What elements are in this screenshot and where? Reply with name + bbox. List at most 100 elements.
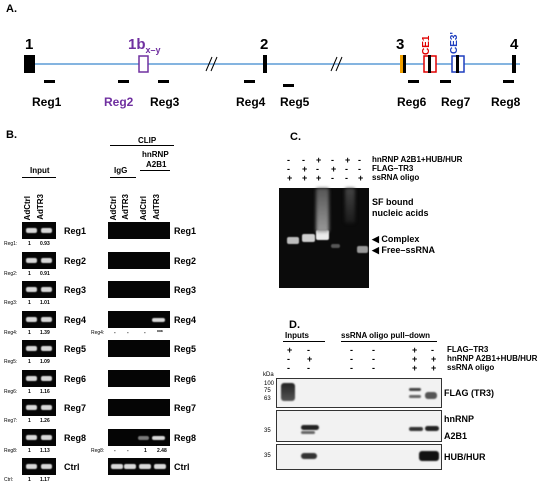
marker-1a: 100 bbox=[264, 381, 275, 387]
quant-value-tr3: 1.17 bbox=[40, 477, 50, 483]
quant-label: Reg8: bbox=[4, 447, 18, 454]
region-label-3: Reg3 bbox=[150, 95, 180, 109]
sign-cell: - bbox=[372, 354, 375, 364]
clip-row-label: Reg2 bbox=[174, 255, 197, 266]
kda-label: kDa bbox=[263, 372, 274, 378]
input-lane-1: AdCtrl bbox=[23, 195, 32, 220]
input-gel-band bbox=[22, 251, 56, 269]
axis-break-2 bbox=[330, 56, 343, 72]
a2b1-label: A2B1 bbox=[444, 431, 468, 441]
sign-cell: + bbox=[412, 363, 418, 373]
sign-cell: - bbox=[372, 363, 375, 373]
region-label-1: Reg1 bbox=[32, 95, 62, 109]
exon-4 bbox=[512, 55, 516, 73]
quant-label: Reg3: bbox=[4, 300, 18, 306]
sign-cell: + bbox=[287, 345, 293, 355]
region-bar-1 bbox=[44, 80, 55, 83]
exon-1 bbox=[24, 55, 35, 73]
quant-value-tr3: 1.09 bbox=[40, 359, 50, 365]
input-row-label: Reg4 bbox=[64, 314, 87, 325]
flag-tr3-label: FLAG (TR3) bbox=[444, 388, 494, 398]
clip-row-label: Reg3 bbox=[174, 285, 197, 295]
panel-b-label: B. bbox=[6, 129, 17, 141]
clip-title-rule bbox=[110, 145, 174, 146]
sign-cell: - bbox=[302, 155, 305, 165]
hnrnp-title: hnRNP bbox=[142, 150, 169, 159]
sign-cell: + bbox=[431, 354, 437, 364]
igg-title: IgG bbox=[114, 166, 128, 175]
input-row-label: Reg7 bbox=[64, 403, 87, 413]
sign-cell: - bbox=[287, 155, 290, 165]
region-label-7: Reg7 bbox=[441, 95, 471, 109]
clip-quant-value: - bbox=[114, 447, 116, 454]
sign-cell: + bbox=[345, 155, 351, 165]
clip-quant-value: 2.48 bbox=[157, 447, 167, 454]
marker-3: 35 bbox=[264, 453, 271, 459]
clip-gel-band bbox=[108, 310, 170, 328]
sign-cell: + bbox=[316, 155, 322, 165]
quant-value-tr3: 1.13 bbox=[40, 447, 50, 454]
input-row-label: Reg8 bbox=[64, 432, 87, 443]
sign-cell: + bbox=[412, 354, 418, 364]
sign-row-label: hnRNP A2B1+HUB/HUR bbox=[372, 155, 463, 164]
sign-row-label: hnRNP A2B1+HUB/HUR bbox=[447, 354, 538, 363]
sign-cell: + bbox=[412, 345, 418, 355]
input-gel-band bbox=[22, 340, 56, 357]
clip-gel-band bbox=[108, 281, 170, 298]
clip-gel-band bbox=[108, 251, 170, 269]
quant-value-tr3: 0.93 bbox=[40, 241, 50, 247]
region-bar-4 bbox=[244, 80, 255, 83]
clip-row-label: Reg1 bbox=[174, 226, 197, 236]
sign-cell: - bbox=[287, 164, 290, 174]
quant-value-tr3: 1.26 bbox=[40, 418, 50, 424]
clip-gel-band bbox=[108, 222, 170, 239]
sign-cell: + bbox=[307, 354, 313, 364]
input-gel-band bbox=[22, 428, 56, 446]
sf-bound-2: nucleic acids bbox=[372, 208, 429, 218]
hub-hur-label: HUB/HUR bbox=[444, 452, 486, 462]
quant-value-ctrl: 1 bbox=[28, 447, 31, 454]
quant-label: Reg5: bbox=[4, 359, 18, 365]
gene-structure-diagram bbox=[24, 55, 520, 87]
blot-hub bbox=[276, 444, 442, 470]
exon-label-2: 2 bbox=[260, 36, 269, 53]
clip-quant-label: Reg8: bbox=[91, 447, 105, 454]
inputs-title: Inputs bbox=[285, 331, 309, 340]
sign-cell: - bbox=[350, 345, 353, 355]
region-label-4: Reg4 bbox=[236, 95, 266, 109]
sign-cell: - bbox=[358, 155, 361, 165]
panel-c-label: C. bbox=[290, 131, 301, 143]
clip-gel-band bbox=[108, 340, 170, 357]
sign-row-label: FLAG–TR3 bbox=[447, 345, 489, 354]
exon-label-3: 3 bbox=[396, 36, 405, 53]
exon-label-1: 1 bbox=[25, 36, 34, 53]
clip-quant-value: - bbox=[127, 447, 129, 454]
region-bar-8 bbox=[503, 80, 514, 83]
quant-value-ctrl: 1 bbox=[28, 329, 31, 336]
clip-gel-band bbox=[108, 428, 170, 446]
region-bar-6 bbox=[408, 80, 419, 83]
free-ssrna-label: ◀ Free–ssRNA bbox=[372, 245, 435, 255]
clip-lane-3: AdCtrl bbox=[139, 195, 148, 220]
region-bar-2 bbox=[118, 80, 129, 83]
sign-cell: - bbox=[431, 345, 434, 355]
clip-quant-value: - bbox=[144, 329, 146, 336]
marker-1b: 75 bbox=[264, 388, 271, 394]
quant-value-ctrl: 1 bbox=[28, 300, 31, 306]
sign-cell: - bbox=[345, 164, 348, 174]
clip-row-label: Reg5 bbox=[174, 344, 197, 354]
a2b1-title: A2B1 bbox=[146, 160, 167, 169]
clip-quant-value: - bbox=[127, 329, 129, 336]
sign-cell: - bbox=[345, 173, 348, 183]
region-bar-7 bbox=[440, 80, 451, 83]
clip-gel-band bbox=[108, 369, 170, 387]
quant-value-ctrl: 1 bbox=[28, 477, 31, 483]
input-gel-band bbox=[22, 369, 56, 387]
quant-value-ctrl: 1 bbox=[28, 418, 31, 424]
sign-cell: - bbox=[307, 363, 310, 373]
input-row-label: Reg2 bbox=[64, 255, 87, 266]
clip-quant-label: Reg4: bbox=[91, 329, 105, 336]
clip-quant-value: - bbox=[114, 329, 116, 336]
input-row-label: Reg1 bbox=[64, 226, 87, 236]
sign-cell: - bbox=[287, 363, 290, 373]
